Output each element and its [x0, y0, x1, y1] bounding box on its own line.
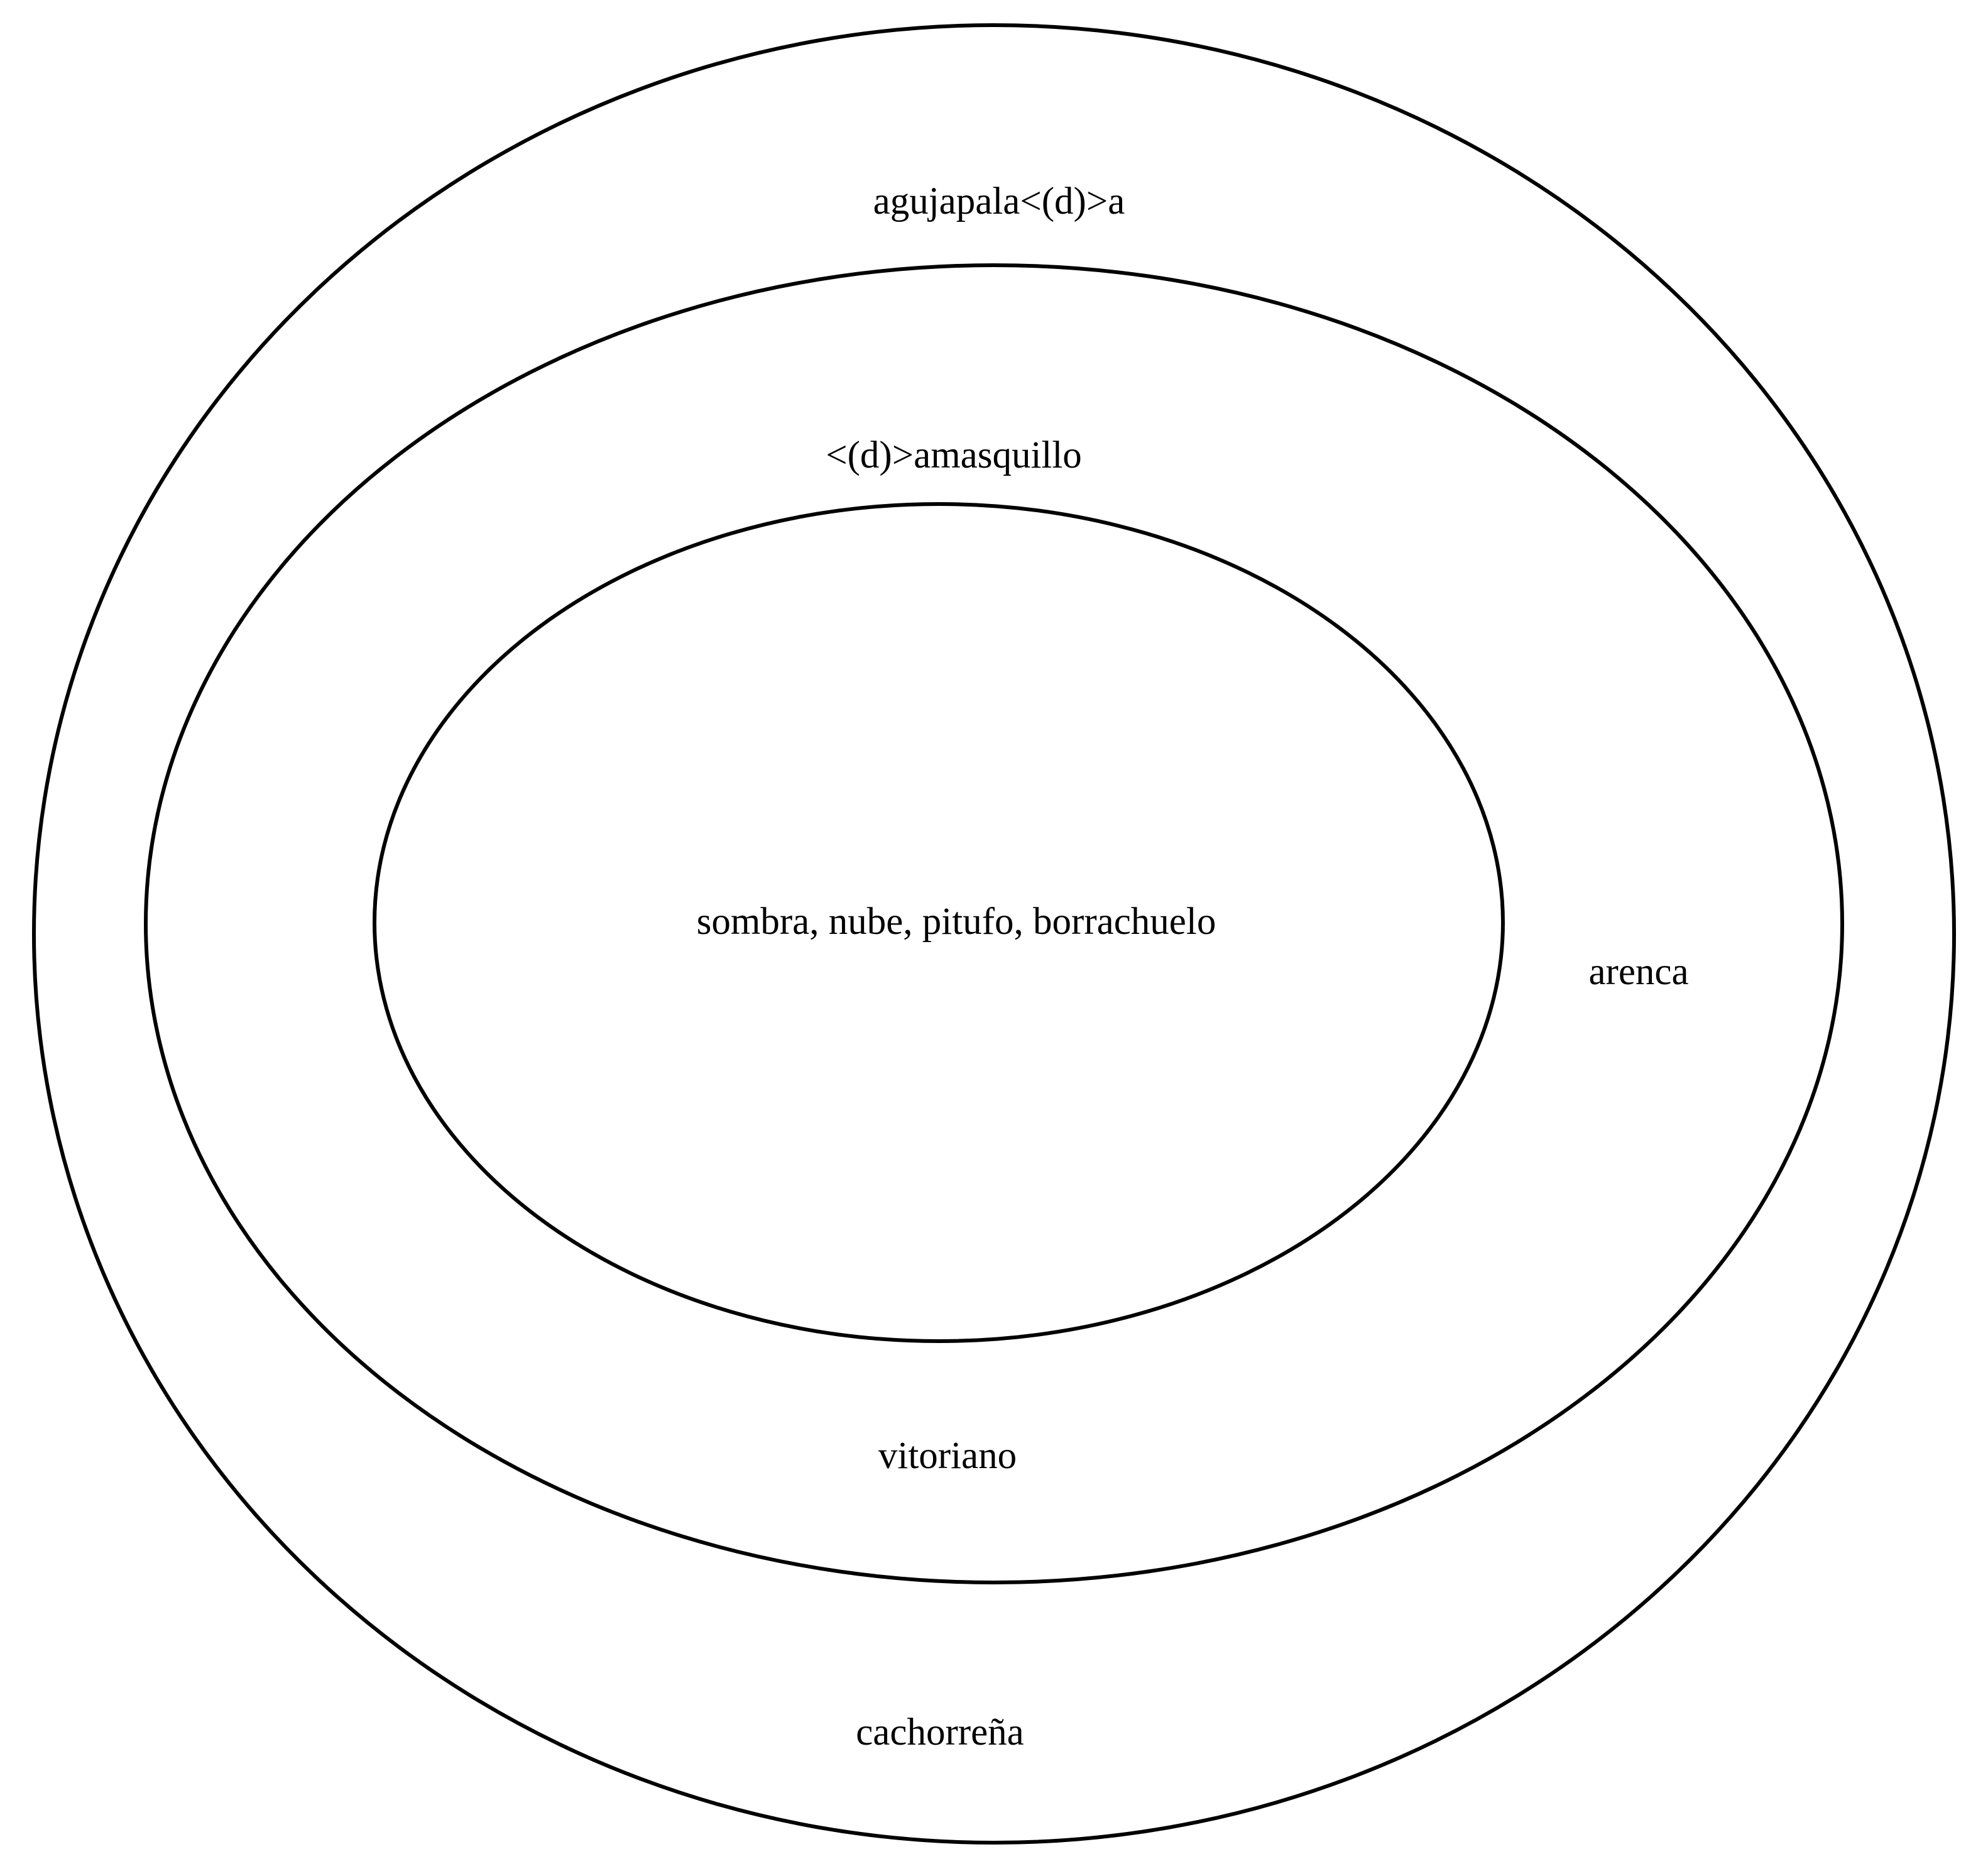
outer-ellipse [32, 23, 1956, 1845]
outer-top-label: agujapala<(d)>a [873, 180, 1125, 222]
outer-bottom-label: cachorreña [856, 1711, 1024, 1753]
middle-top-label: <(d)>amasquillo [826, 434, 1082, 476]
middle-bottom-label: vitoriano [878, 1435, 1017, 1477]
middle-right-label: arenca [1588, 951, 1688, 993]
middle-ellipse [144, 263, 1844, 1584]
inner-center-label: sombra, nube, pitufo, borrachuelo [697, 901, 1216, 943]
inner-ellipse [373, 502, 1505, 1343]
